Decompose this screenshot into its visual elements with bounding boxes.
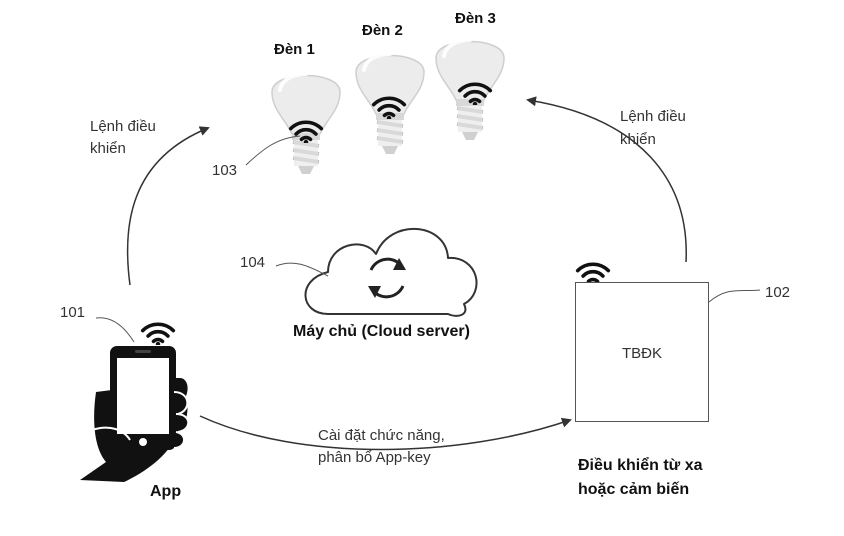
cloud-icon bbox=[304, 228, 478, 317]
bottom-arrow-label-line-1: Cài đặt chức năng, bbox=[318, 427, 445, 444]
leader-line-102 bbox=[708, 289, 761, 303]
bulb-3-label: Đèn 3 bbox=[455, 10, 496, 27]
sync-icon bbox=[368, 257, 406, 299]
arrow-app-to-bulbs bbox=[126, 126, 210, 286]
right-arrow-label-line-2: khiển bbox=[620, 131, 656, 148]
arrow-app-to-controller bbox=[199, 415, 572, 451]
controller-box-text: TBĐK bbox=[621, 345, 662, 362]
bulb-2-label: Đèn 2 bbox=[362, 22, 403, 39]
controller-caption-line-2: hoặc cảm biến bbox=[578, 481, 690, 498]
bulb-3-icon bbox=[434, 38, 506, 142]
bulb-1-label: Đèn 1 bbox=[274, 41, 315, 58]
ref-101: 101 bbox=[60, 304, 86, 321]
bottom-arrow-label-line-2: phân bổ App-key bbox=[318, 449, 431, 466]
right-arrow-label-line-1: Lệnh điều bbox=[620, 108, 686, 125]
ref-102: 102 bbox=[765, 284, 791, 301]
ref-103: 103 bbox=[212, 162, 238, 179]
leader-line-101 bbox=[95, 317, 135, 343]
phone-in-hand-icon bbox=[80, 346, 190, 482]
phone-caption: App bbox=[150, 483, 182, 500]
ref-104: 104 bbox=[240, 254, 266, 271]
wifi-icon-phone bbox=[140, 322, 176, 345]
left-arrow-label-line-1: Lệnh điều bbox=[90, 118, 156, 135]
controller-caption-line-1: Điều khiển từ xa bbox=[578, 457, 703, 474]
cloud-label: Máy chủ (Cloud server) bbox=[293, 323, 470, 340]
leader-line-103 bbox=[245, 135, 301, 166]
arrow-controller-to-bulbs bbox=[526, 96, 687, 263]
left-arrow-label-line-2: khiển bbox=[90, 140, 126, 157]
controller-box: TBĐK bbox=[575, 282, 709, 422]
leader-line-104 bbox=[275, 262, 329, 277]
